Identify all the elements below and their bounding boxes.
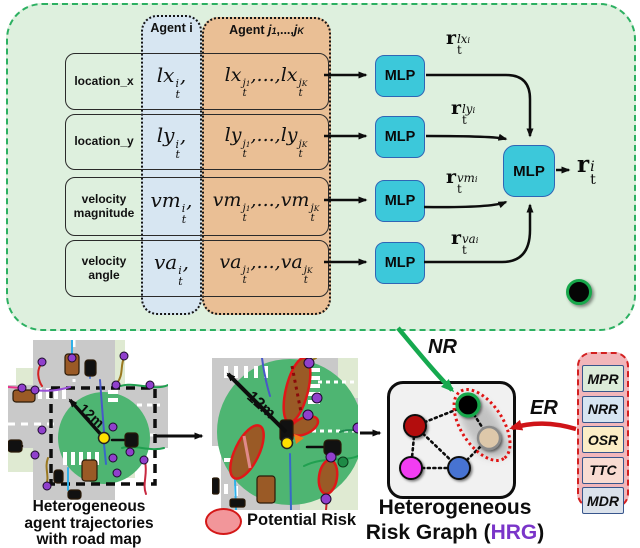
er-item-nrr: NRR	[582, 395, 624, 423]
edge-risk-feature-box: MPR NRR OSR TTC MDR	[577, 352, 629, 514]
er-label: ER	[530, 397, 558, 419]
trajectory-green	[117, 383, 168, 389]
risk-graph-canvas	[399, 388, 512, 480]
er-item-ttc: TTC	[582, 456, 624, 484]
ego-agent-dot	[97, 431, 111, 445]
radius-arrow-zoom	[226, 372, 288, 434]
mlp-block-final: MLP	[503, 145, 555, 197]
potential-risk-label: Potential Risk	[247, 511, 357, 529]
er-item-mpr: MPR	[582, 365, 624, 392]
potential-risk-icon	[205, 508, 242, 535]
heterogeneous-risk-graph	[387, 381, 516, 499]
er-arrow	[509, 419, 577, 432]
hrg-caption: Heterogeneous Risk Graph (HRG)	[365, 496, 545, 544]
vehicle-black	[84, 359, 97, 377]
row-label: location_y	[74, 134, 134, 149]
road-map-trajectories: 12m	[8, 340, 168, 500]
node-black	[455, 392, 481, 418]
row-label: location_x	[74, 73, 134, 88]
potential-risk-ellipses	[229, 358, 339, 496]
row-label: velocity magnitude	[73, 192, 135, 220]
node-red	[403, 414, 427, 438]
agent-i-header: Agent i	[150, 21, 193, 35]
nr-label: NR	[428, 336, 457, 358]
node-magenta	[399, 456, 423, 480]
left-map-caption: Heterogeneous agent trajectories with ro…	[24, 498, 154, 548]
node-tan	[476, 425, 502, 451]
node-risk-icon	[566, 279, 592, 305]
hrg-acronym: HRG	[490, 521, 538, 544]
radius-arrow	[68, 398, 106, 440]
pedestrian-dots-zoom	[302, 358, 358, 505]
row-label: velocity angle	[81, 254, 127, 282]
zoomed-risk-map: 12m	[212, 358, 358, 510]
mlp-block-vm: MLP	[375, 180, 425, 222]
agent-j-column: Agent j1,...,jK	[202, 17, 331, 315]
mlp-block-lx: MLP	[375, 55, 425, 97]
edge-risk-ellipse	[452, 388, 512, 462]
agent-j-header: Agent j1,...,jK	[229, 23, 304, 37]
agent-i-column: Agent i	[141, 15, 202, 315]
er-item-mdr: MDR	[582, 487, 624, 514]
mlp-block-va: MLP	[375, 242, 425, 284]
pedestrian-dots	[17, 351, 155, 491]
er-item-osr: OSR	[582, 426, 624, 453]
node-blue	[447, 456, 471, 480]
mlp-block-ly: MLP	[375, 116, 425, 158]
